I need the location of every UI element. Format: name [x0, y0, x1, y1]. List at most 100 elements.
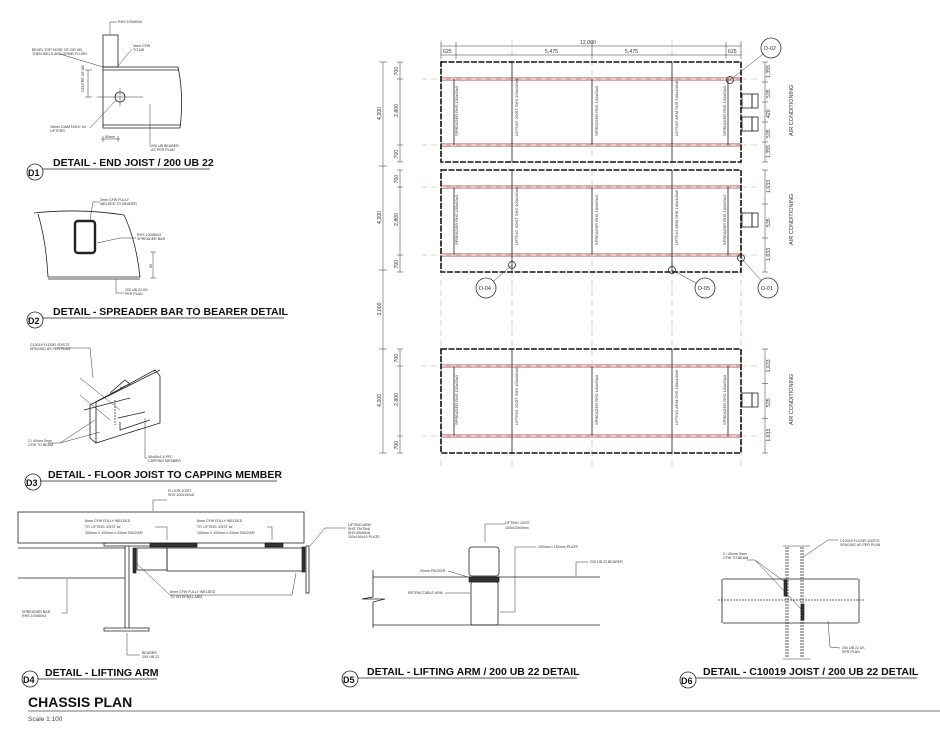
label-cfw: WELDED TO BEARER	[100, 202, 137, 206]
detail-tag: D4	[23, 675, 35, 685]
label-cfw: 2 / 40mm 3mm	[28, 439, 52, 443]
label-floor-joist: SHS 100x100x6	[168, 493, 194, 497]
label-capping: CAPPING MEMBER	[148, 459, 181, 463]
label-cfw: TO UB	[133, 48, 145, 52]
member-label: SPREADER RHS 100x50x3	[594, 194, 599, 245]
detail-tag-circle	[341, 670, 359, 688]
dimension-value: 535	[766, 218, 772, 227]
dimension-value: 3,000	[377, 302, 383, 315]
dimension-value: 12,000	[580, 40, 596, 46]
detail-tag: D2	[28, 316, 40, 326]
label-bearer: 200 UB 22	[142, 655, 159, 659]
detail-tag: D5	[343, 675, 355, 685]
member-label: LIFTING JOIST SHS 100x100x6	[514, 366, 519, 425]
label-hole: LIFTERS	[50, 129, 65, 133]
dimension-value: 5,475	[625, 49, 638, 55]
label-centre: CENTRE OF UB	[81, 65, 85, 92]
spreader-bar-rhs	[73, 219, 97, 255]
member-label: SPREADER RHS 100x50x3	[722, 194, 727, 245]
internal-arm	[136, 547, 168, 571]
dimension-value: 2,800	[394, 104, 400, 117]
label-cfw: CFW TO BEAM	[723, 556, 748, 560]
ac-unit	[751, 116, 759, 132]
dimension-value: 2,800	[394, 393, 400, 406]
label-spreader: RHS 100x50x3	[22, 614, 46, 618]
dimension-value: 2,800	[394, 213, 400, 226]
label-internal-arm: TO INTERNAL ARM	[170, 595, 202, 599]
weld	[800, 603, 805, 621]
module-frame	[440, 61, 742, 163]
detail-tag-circle	[24, 473, 42, 491]
rhs-post	[102, 34, 119, 68]
detail-d1-end-joist: RHS 100x50x3 BEVEL TOP EDGE OF 200 UB, T…	[26, 20, 214, 181]
dimension-value: 1,633	[766, 429, 772, 442]
ub-bearer	[721, 578, 860, 624]
detail-tag-circle	[26, 311, 44, 329]
label-rhs: RHS 100x50x3	[118, 20, 142, 24]
module-frame	[440, 169, 742, 273]
label-cfw: 3mm CFW	[133, 44, 151, 48]
label-retractable-arm: RETRACTABLE ARM	[408, 591, 443, 595]
detail-tag: D6	[681, 676, 693, 686]
label-packer-100: TO LIFTING JOIST w/	[197, 525, 232, 529]
member-label: LIFTING ARM SHS 100x100x6	[674, 189, 679, 245]
ac-unit	[741, 93, 753, 109]
detail-d3-floor-joist: C10019 FLOOR JOISTS SPACING AS PER PLAN …	[24, 343, 282, 491]
ac-unit	[741, 392, 753, 408]
lifting-joist	[17, 511, 305, 544]
dimension-value: 1,633	[766, 248, 772, 261]
label-packer-100: 8mm CFW FULLY WELDED	[197, 519, 243, 523]
lifting-joist	[468, 546, 500, 577]
detail-d5-lifting-arm-ub: LIFTING JOIST 100x100x5mm 100mm x 150mm …	[341, 521, 623, 688]
label-ub: 200 UB 22 AS	[842, 646, 865, 650]
label-bearer: AS PER PLAN	[151, 148, 175, 152]
label-lifting-arm: LIFTING ARM	[348, 523, 371, 527]
label-plate: 100mm x 150mm PLATE	[538, 545, 578, 549]
ac-label: AIR CONDITIONING	[789, 194, 795, 245]
label-lifting-joist: 100x100x5mm	[505, 526, 529, 530]
dimension-value: 625	[728, 49, 737, 55]
detail-tag: D1	[28, 168, 40, 178]
dimension-value: 625	[443, 49, 452, 55]
member-label: LIFTING ARM SHS 100x100x6	[674, 369, 679, 425]
label-packer-200: TO LIFTING JOIST w/	[85, 525, 120, 529]
label-internal-arm: 8mm CFW FULLY WELDED	[170, 590, 216, 594]
ac-unit	[741, 116, 753, 132]
label-capping: 50x50x1.6 PFC	[148, 455, 173, 459]
dimension-value: 535	[766, 89, 772, 98]
label-packer-100: 100mm X 100mm x 20mm PACKER	[197, 531, 255, 535]
label-rhs: RHS 100x50x3	[137, 233, 161, 237]
dimension-value: 1,355	[766, 145, 772, 158]
detail-d6-c10019-joist: C10019 FLOOR JOISTS SPACING AS PER PLAN …	[679, 539, 919, 689]
detail-tag-circle	[679, 671, 697, 689]
member-label: LIFTING JOIST SHS 100x100x6	[514, 186, 519, 245]
sheet-title: CHASSIS PLAN	[28, 694, 132, 710]
ac-unit	[751, 93, 759, 109]
end-plate	[305, 545, 310, 594]
member-label: SPREADER RHS 100x50x3	[594, 85, 599, 136]
detail-title: DETAIL - C10019 JOIST / 200 UB 22 DETAIL	[703, 666, 919, 678]
label-joist: SPACING AS PER PLAN	[30, 347, 71, 351]
dimension-value: 5,475	[545, 49, 558, 55]
label-50mm: 50mm	[105, 135, 115, 139]
sheet-scale: Scale 1:100	[28, 716, 63, 723]
sheet-title-block: CHASSIS PLAN Scale 1:100	[28, 694, 940, 723]
dimension-value: 1,633	[766, 180, 772, 193]
callout-label: D-02	[764, 46, 776, 52]
member-label: SPREADER RHS 100x50x3	[594, 374, 599, 425]
label-packer-200: 200mm X 100mm x 20mm PACKER	[85, 531, 143, 535]
dimension-value: 700	[394, 175, 400, 184]
ac-unit	[741, 212, 753, 228]
ac-unit	[751, 392, 759, 408]
dimension-value: 4,200	[377, 107, 383, 120]
member-label: SPREADER RHS 100x50x3	[722, 85, 727, 136]
dimension-value: 700	[394, 260, 400, 269]
detail-title: DETAIL - FLOOR JOIST TO CAPPING MEMBER	[48, 469, 282, 481]
dimension-value: 700	[394, 67, 400, 76]
label-50: 50	[149, 264, 153, 268]
label-ub: PER PLAN	[125, 292, 143, 296]
label-cfw: 3mm CFW FULLY	[100, 198, 130, 202]
detail-title: DETAIL - SPREADER BAR TO BEARER DETAIL	[53, 306, 288, 318]
